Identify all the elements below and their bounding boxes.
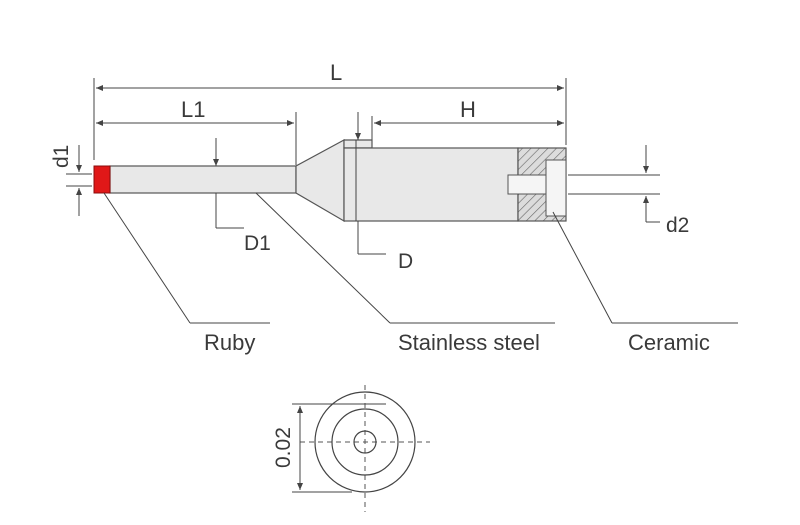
- leader-stainless: Stainless steel: [255, 192, 555, 355]
- dim-d1: d1: [50, 145, 92, 216]
- stylus-body: [93, 138, 567, 223]
- concentricity-view: 0.02: [272, 385, 430, 512]
- label-tolerance: 0.02: [272, 427, 295, 468]
- leader-ceramic: Ceramic: [552, 211, 738, 355]
- dim-L: L: [93, 60, 567, 160]
- label-D1: D1: [244, 232, 271, 255]
- label-d2: d2: [666, 214, 689, 237]
- inner-circle: [353, 430, 377, 454]
- dim-H: H: [371, 97, 564, 140]
- label-ceramic: Ceramic: [628, 330, 710, 355]
- ruby-tip: [93, 165, 111, 194]
- stainless-stem: [109, 165, 297, 194]
- label-ruby: Ruby: [204, 330, 255, 355]
- label-stainless-steel: Stainless steel: [398, 330, 540, 355]
- shoulder-step: [343, 139, 373, 149]
- leader-ruby: Ruby: [103, 192, 270, 355]
- label-H: H: [460, 97, 476, 122]
- dim-L1: L1: [96, 97, 297, 165]
- outer-circle: [314, 391, 416, 493]
- label-D: D: [398, 250, 413, 273]
- middle-circle: [331, 408, 399, 476]
- dim-D1: D1: [213, 138, 271, 255]
- shank-body: [343, 147, 519, 222]
- dim-d2: d2: [568, 145, 689, 237]
- dim-D: D: [355, 112, 413, 273]
- label-L1: L1: [181, 97, 205, 122]
- label-L: L: [330, 60, 342, 85]
- taper-cone: [295, 138, 345, 223]
- label-d1: d1: [50, 145, 73, 168]
